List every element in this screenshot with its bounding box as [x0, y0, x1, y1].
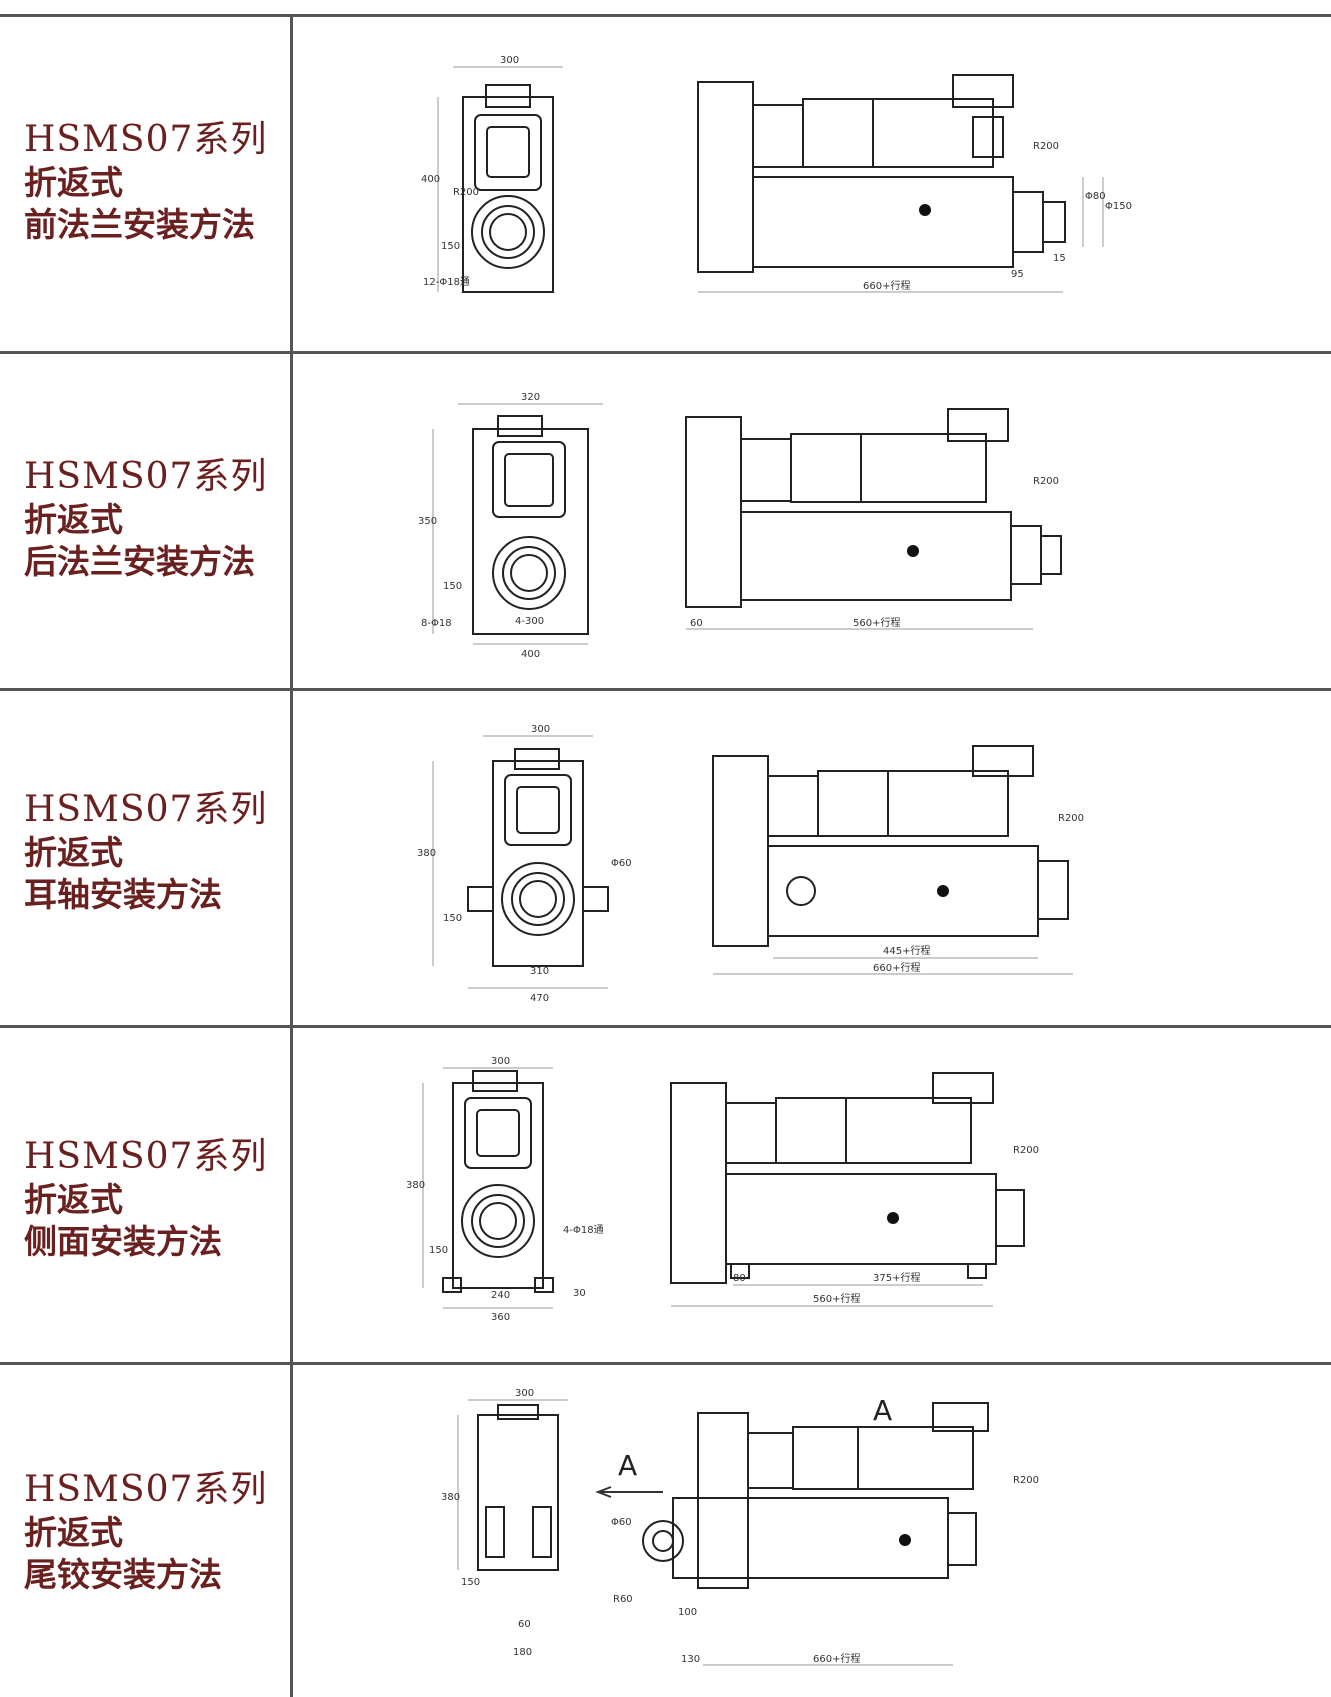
drawing-rear-flange: 320 350 150 8-Φ18 4-300 400 R200 60 560+…	[418, 392, 1062, 660]
dimension-label: 310	[530, 966, 549, 977]
actuator-type: 折返式	[24, 163, 123, 202]
row-label: HSMS07系列 折返式 后法兰安装方法	[24, 455, 286, 583]
actuator-type: 折返式	[24, 1513, 123, 1552]
dimension-label: 560+行程	[813, 1292, 860, 1305]
row-label: HSMS07系列 折返式 耳轴安装方法	[24, 788, 286, 916]
dimension-label: 150	[461, 1577, 480, 1588]
dimension-label: R200	[1033, 141, 1059, 152]
view-label-a: A	[618, 1449, 637, 1482]
mounting-method: 侧面安装方法	[24, 1222, 222, 1261]
dimension-label: 300	[531, 724, 550, 735]
drawing-front-flange: 300 400 R200 150 12-Φ18通 660+行程 R200 Φ80…	[421, 55, 1132, 293]
mounting-method: 尾铰安装方法	[24, 1555, 222, 1594]
dimension-label: 12-Φ18通	[423, 276, 470, 288]
row-divider	[0, 688, 1331, 691]
dimension-label: 60	[690, 618, 703, 629]
dimension-label: 660+行程	[813, 1652, 860, 1665]
dimension-label: R200	[1013, 1475, 1039, 1486]
series-name: HSMS07系列	[24, 119, 268, 160]
dimension-label: 180	[513, 1647, 532, 1658]
row-divider	[0, 351, 1331, 354]
series-name: HSMS07系列	[24, 1136, 268, 1177]
dimension-label: 380	[406, 1180, 425, 1191]
dimension-label: 660+行程	[873, 961, 920, 974]
dimension-label: 100	[678, 1607, 697, 1618]
dimension-label: R200	[1058, 813, 1084, 824]
row-label: HSMS07系列 折返式 前法兰安装方法	[24, 118, 286, 246]
dimension-label: 660+行程	[863, 279, 910, 292]
dimension-label: 4-300	[515, 616, 544, 627]
row-label: HSMS07系列 折返式 侧面安装方法	[24, 1135, 286, 1263]
series-name: HSMS07系列	[24, 1469, 268, 1510]
dimension-label: Φ150	[1105, 201, 1132, 212]
dimension-label: 150	[443, 913, 462, 924]
drawing-side-mount: 300 380 150 4-Φ18通 240 360 30 R200 80 37…	[406, 1056, 1039, 1323]
dimension-label: 150	[429, 1245, 448, 1256]
drawing-trunnion: 300 380 150 Φ60 310 470 R200 445+行程 660+…	[417, 724, 1084, 1004]
dimension-label: 60	[518, 1619, 531, 1630]
view-label-a: A	[873, 1394, 892, 1427]
dimension-label: 240	[491, 1290, 510, 1301]
series-name: HSMS07系列	[24, 456, 268, 497]
mounting-method: 后法兰安装方法	[24, 542, 255, 581]
dimension-label: 150	[443, 581, 462, 592]
dimension-label: 560+行程	[853, 616, 900, 629]
actuator-type: 折返式	[24, 1180, 123, 1219]
dimension-label: R200	[453, 187, 479, 198]
dimension-label: 400	[421, 174, 440, 185]
actuator-type: 折返式	[24, 500, 123, 539]
row-label: HSMS07系列 折返式 尾铰安装方法	[24, 1468, 286, 1596]
dimension-label: 445+行程	[883, 944, 930, 957]
dimension-label: 320	[521, 392, 540, 403]
dimension-label: 400	[521, 649, 540, 660]
mounting-method: 前法兰安装方法	[24, 205, 255, 244]
drawing-rear-clevis: A A 300 380 150 60 180 R200 Φ60 R60 100 …	[441, 1388, 1039, 1666]
dimension-label: 95	[1011, 269, 1024, 280]
dimension-label: 15	[1053, 253, 1066, 264]
column-divider	[290, 16, 293, 1697]
dimension-label: Φ60	[611, 1517, 632, 1528]
dimension-label: 360	[491, 1312, 510, 1323]
dimension-label: R200	[1013, 1145, 1039, 1156]
dimension-label: 4-Φ18通	[563, 1224, 604, 1236]
dimension-label: R200	[1033, 476, 1059, 487]
row-divider	[0, 1025, 1331, 1028]
dimension-label: 380	[417, 848, 436, 859]
dimension-label: 30	[573, 1288, 586, 1299]
dimension-label: 380	[441, 1492, 460, 1503]
dimension-label: 350	[418, 516, 437, 527]
actuator-type: 折返式	[24, 833, 123, 872]
row-divider	[0, 14, 1331, 17]
dimension-label: 300	[500, 55, 519, 66]
dimension-label: Φ80	[1085, 191, 1106, 202]
dimension-label: R60	[613, 1594, 633, 1605]
dimension-label: 470	[530, 993, 549, 1004]
series-name: HSMS07系列	[24, 789, 268, 830]
mounting-method: 耳轴安装方法	[24, 875, 222, 914]
dimension-label: 8-Φ18	[421, 618, 452, 629]
dimension-label: 150	[441, 241, 460, 252]
dimension-label: 300	[491, 1056, 510, 1067]
dimension-label: 80	[733, 1273, 746, 1284]
dimension-label: 300	[515, 1388, 534, 1399]
row-divider	[0, 1362, 1331, 1365]
dimension-label: Φ60	[611, 858, 632, 869]
dimension-label: 375+行程	[873, 1271, 920, 1284]
dimension-label: 130	[681, 1654, 700, 1665]
